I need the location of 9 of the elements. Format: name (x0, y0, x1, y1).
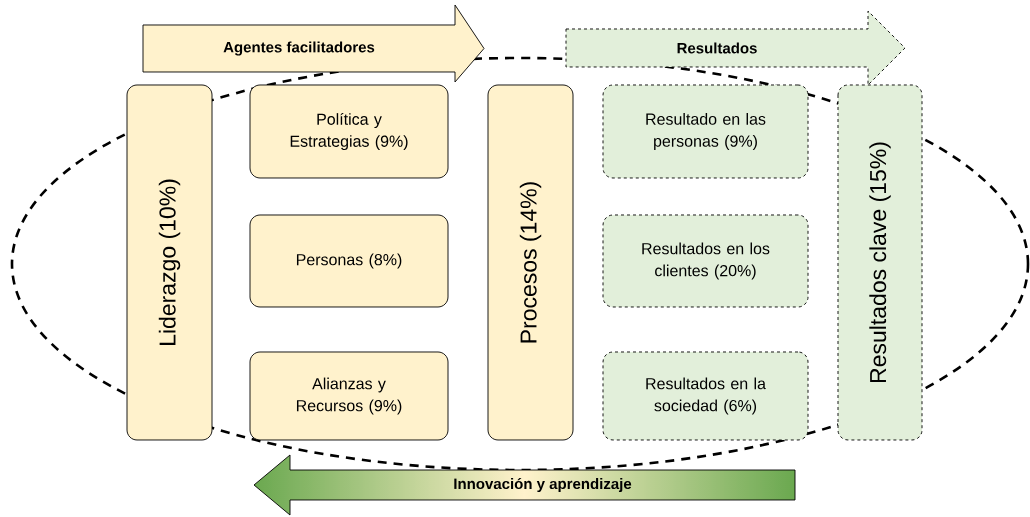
process-box: Resultados clave (15%) (837, 84, 923, 441)
process-box: Liderazgo (10%) (126, 84, 213, 441)
process-box: Resultados en los clientes (20%) (602, 214, 809, 308)
process-box: Resultados en la sociedad (6%) (602, 351, 809, 441)
process-box: Procesos (14%) (487, 84, 574, 441)
process-box: Personas (8%) (249, 214, 449, 308)
process-box: Alianzas y Recursos (9%) (249, 351, 449, 441)
process-box: Política y Estrategias (9%) (249, 84, 449, 179)
process-box: Resultado en las personas (9%) (602, 84, 809, 179)
